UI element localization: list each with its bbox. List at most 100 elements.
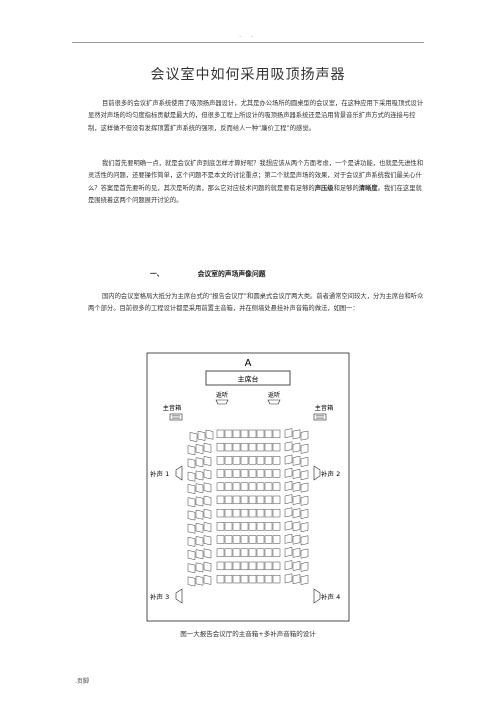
room-outline xyxy=(146,352,350,622)
seat xyxy=(300,495,309,506)
header-rule xyxy=(72,42,424,43)
seat xyxy=(224,535,233,544)
seat xyxy=(284,573,293,584)
hall-layout-diagram: A 主席台 返听 返听 主音箱 主音箱 补声 1 补声 2 补声 3 补声 4 xyxy=(146,352,350,622)
seat xyxy=(232,548,241,557)
main-speaker-left-label: 主音箱 xyxy=(163,404,182,412)
seat xyxy=(300,430,309,441)
seat xyxy=(292,508,301,519)
seat xyxy=(195,483,204,494)
seat xyxy=(300,457,309,467)
seat xyxy=(205,429,214,440)
keyword-clarity: 清晰度 xyxy=(358,184,378,192)
seat xyxy=(195,562,204,573)
seat xyxy=(216,482,225,491)
seat xyxy=(284,533,293,544)
seat xyxy=(272,522,281,531)
seat xyxy=(264,574,273,584)
seat xyxy=(272,508,281,518)
seat xyxy=(300,443,309,454)
main-speaker-right-icon xyxy=(313,413,327,421)
monitor-right-label: 返听 xyxy=(268,391,280,399)
seat xyxy=(216,442,225,452)
seat xyxy=(272,574,281,584)
seat xyxy=(292,455,301,466)
fill-speaker-1-label: 补声 1 xyxy=(150,469,169,478)
seat xyxy=(248,574,257,584)
seat xyxy=(240,469,249,478)
seat xyxy=(187,497,196,508)
seat xyxy=(272,548,281,557)
seat xyxy=(224,574,233,584)
seat xyxy=(224,522,233,531)
fill-speaker-2-icon xyxy=(313,465,321,481)
seat xyxy=(284,494,293,505)
seat xyxy=(300,535,309,546)
seat xyxy=(203,482,212,493)
seat xyxy=(248,482,257,491)
main-speaker-right-label: 主音箱 xyxy=(315,404,334,412)
seat xyxy=(264,482,273,491)
seat xyxy=(195,509,204,520)
seat xyxy=(203,522,212,532)
seat xyxy=(248,561,257,571)
fill-speaker-4-icon xyxy=(313,588,321,604)
monitor-left-label: 返听 xyxy=(216,391,228,399)
seat xyxy=(292,547,301,558)
seat xyxy=(240,442,249,452)
seat xyxy=(224,456,233,465)
seat xyxy=(264,495,273,505)
monitor-right-icon xyxy=(267,399,281,405)
seat xyxy=(264,469,273,478)
paragraph-goals: 我们首先要明确一点，就是会议扩声到底怎样才算好呢？我想应该从两个方面考虑，一个是… xyxy=(88,158,424,208)
podium-box xyxy=(205,370,291,386)
seat xyxy=(284,520,293,531)
seat xyxy=(256,469,265,478)
seat xyxy=(203,548,212,559)
seat xyxy=(248,535,257,544)
seat xyxy=(203,442,212,453)
seat xyxy=(240,535,249,544)
seat xyxy=(272,561,281,571)
seat xyxy=(264,561,273,571)
seat xyxy=(272,456,281,465)
seat xyxy=(256,442,265,452)
seat xyxy=(224,469,233,478)
seat xyxy=(240,495,249,505)
seat xyxy=(187,471,196,482)
seat xyxy=(216,495,225,505)
seat xyxy=(248,508,257,518)
seat xyxy=(264,535,273,544)
seat xyxy=(256,548,265,557)
seat xyxy=(256,574,265,584)
page-footer: .页脚 xyxy=(75,678,89,685)
seat xyxy=(203,574,212,585)
seat xyxy=(292,429,301,440)
seat xyxy=(240,574,249,584)
seat xyxy=(292,442,301,453)
seat xyxy=(256,456,265,465)
seat xyxy=(216,508,225,518)
seat xyxy=(203,456,212,466)
seat xyxy=(256,482,265,491)
seat xyxy=(264,456,273,465)
seat xyxy=(195,575,204,586)
seat xyxy=(195,444,204,454)
seat xyxy=(232,442,241,452)
seat xyxy=(232,508,241,518)
seat xyxy=(187,458,196,469)
seat xyxy=(195,536,204,546)
seat xyxy=(224,442,233,452)
seat xyxy=(284,560,293,571)
seat xyxy=(187,484,196,494)
seat xyxy=(195,470,204,481)
seat xyxy=(216,522,225,531)
seat xyxy=(232,535,241,544)
seat xyxy=(187,445,196,456)
seat xyxy=(224,482,233,491)
seat xyxy=(272,469,281,478)
seat xyxy=(189,432,198,442)
seat xyxy=(195,522,204,533)
seat xyxy=(284,481,293,491)
seat xyxy=(187,576,196,587)
